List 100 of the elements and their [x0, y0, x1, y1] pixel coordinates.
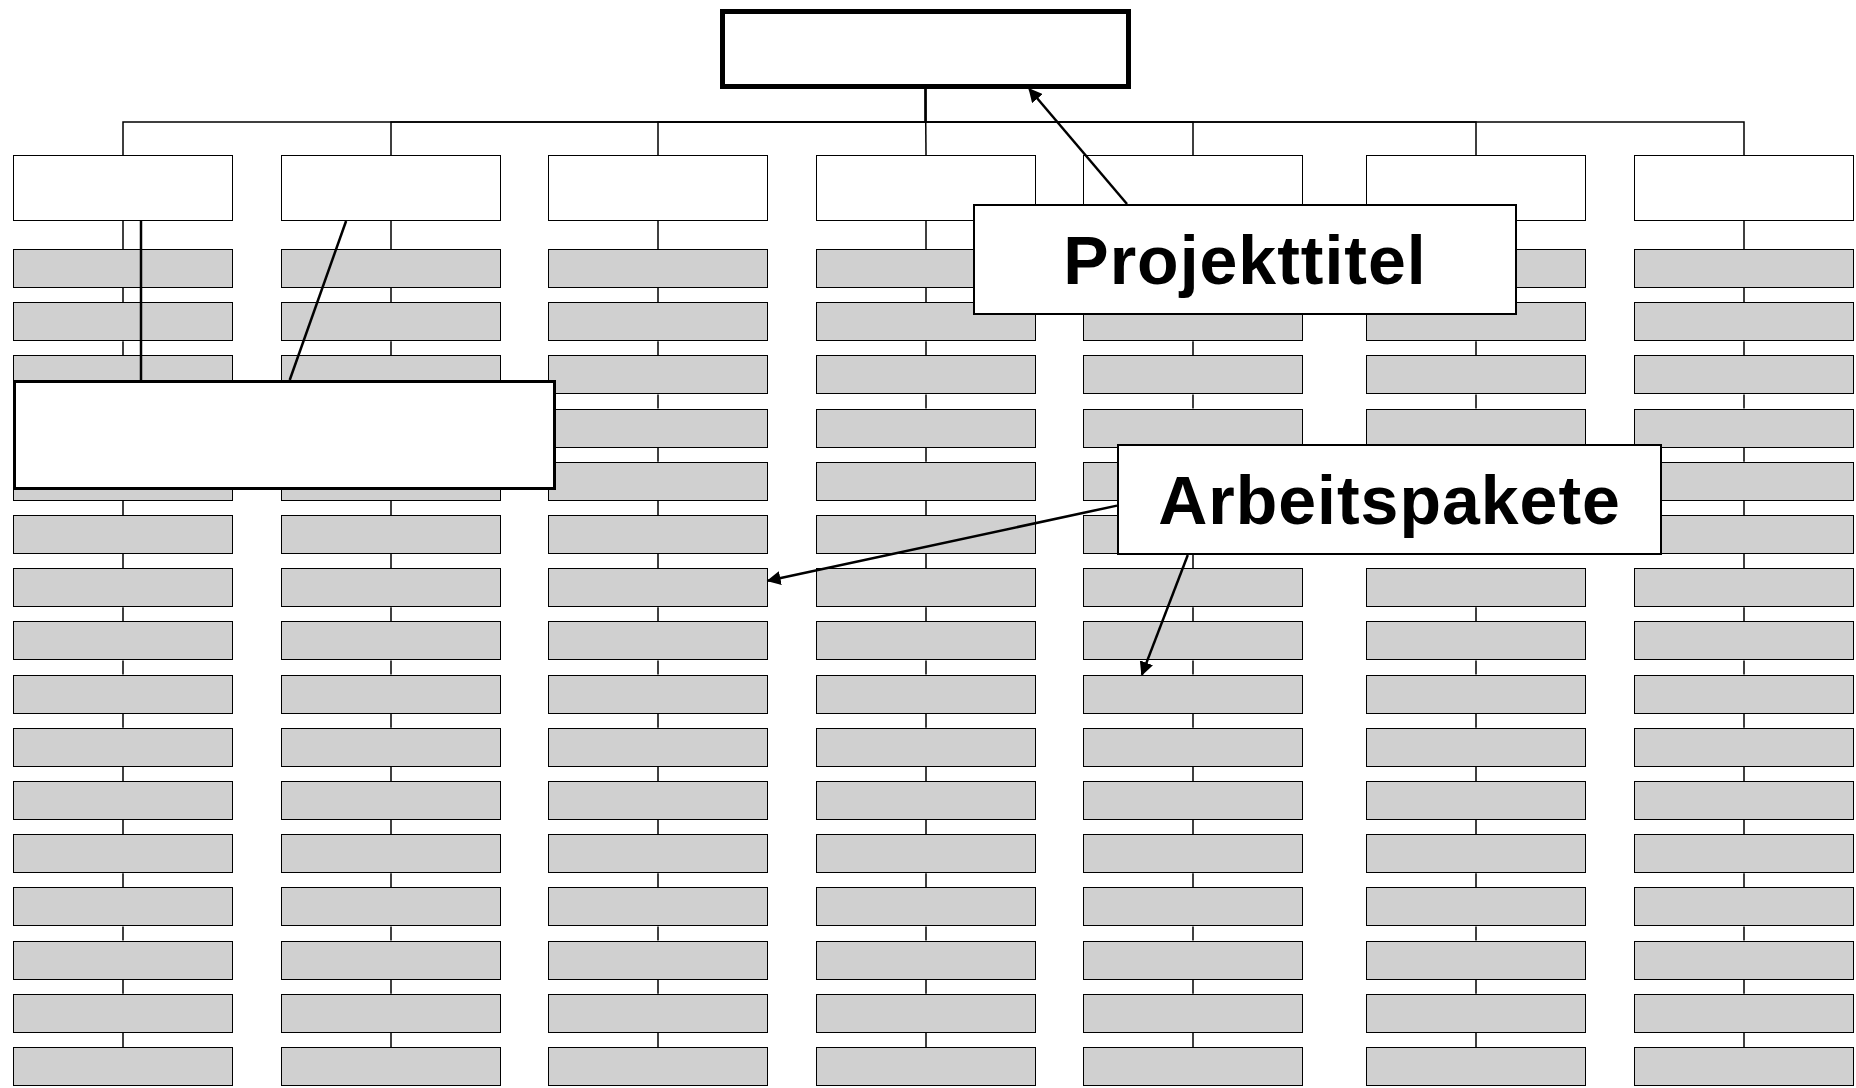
connector-line: [390, 606, 392, 623]
connector-line: [1743, 220, 1745, 250]
connector-line: [1475, 978, 1477, 995]
connector-line: [925, 393, 927, 410]
connector-line: [657, 500, 659, 516]
connector-line: [1192, 925, 1194, 942]
connector-line: [1743, 712, 1745, 729]
work-package-box: [816, 1047, 1036, 1086]
connector-line: [1475, 659, 1477, 676]
phase-box: [1634, 155, 1854, 221]
connector-line: [657, 446, 659, 463]
annotation-tooltip: Arbeitspakete: [1117, 444, 1662, 555]
work-package-box: [1366, 887, 1586, 927]
connector-line: [390, 287, 392, 303]
connector-line: [925, 500, 927, 516]
connector-line: [1475, 606, 1477, 623]
connector-line: [925, 659, 927, 676]
connector-line: [657, 712, 659, 729]
work-package-box: [1083, 727, 1303, 767]
connector-line: [657, 659, 659, 676]
work-package-box: [816, 621, 1036, 661]
connector-line: [1192, 872, 1194, 889]
connector-line: [390, 766, 392, 782]
work-package-box: [816, 781, 1036, 820]
connector-line: [122, 712, 124, 729]
connector-line: [1475, 925, 1477, 942]
work-package-box: [281, 834, 501, 874]
connector-line: [1475, 766, 1477, 782]
connector-line: [122, 1032, 124, 1048]
connector-line: [1743, 659, 1745, 676]
connector-line: [925, 712, 927, 729]
connector-line: [1192, 659, 1194, 676]
connector-line: [1743, 925, 1745, 942]
connector-line: [122, 819, 124, 835]
work-package-box: [281, 568, 501, 608]
work-package-box: [816, 887, 1036, 927]
connector-line: [1192, 712, 1194, 729]
work-package-box: [548, 727, 768, 767]
work-package-box: [1634, 621, 1854, 661]
work-package-box: [548, 834, 768, 874]
work-package-box: [548, 568, 768, 608]
work-package-box: [816, 355, 1036, 395]
connector-line: [1743, 978, 1745, 995]
work-package-box: [13, 302, 233, 342]
work-package-box: [816, 302, 1036, 342]
connector-line: [657, 925, 659, 942]
callout-tooltip: [13, 380, 556, 490]
work-package-box: [1083, 1047, 1303, 1086]
work-package-box: [548, 302, 768, 342]
work-package-box: [816, 993, 1036, 1033]
connector-line: [1192, 766, 1194, 782]
work-package-box: [816, 674, 1036, 714]
connector-line: [657, 553, 659, 569]
connector-line: [925, 925, 927, 942]
work-package-box: [13, 568, 233, 608]
work-package-box: [1366, 674, 1586, 714]
work-package-box: [1366, 781, 1586, 820]
work-package-box: [1366, 355, 1586, 395]
connector-line: [122, 659, 124, 676]
work-package-box: [281, 727, 501, 767]
work-package-box: [1366, 568, 1586, 608]
work-package-box: [816, 727, 1036, 767]
connector-line: [925, 1032, 927, 1048]
connector-line: [390, 340, 392, 357]
work-package-box: [1366, 727, 1586, 767]
connector-line: [122, 872, 124, 889]
work-package-box: [548, 674, 768, 714]
connector-line: [1743, 766, 1745, 782]
work-package-box: [548, 355, 768, 395]
work-package-box: [13, 515, 233, 554]
phase-box: [548, 155, 768, 221]
work-package-box: [1083, 940, 1303, 980]
work-package-box: [548, 781, 768, 820]
work-package-box: [816, 940, 1036, 980]
work-package-box: [1083, 674, 1303, 714]
connector-line: [122, 925, 124, 942]
connector-line: [390, 659, 392, 676]
work-package-box: [548, 515, 768, 554]
connector-line: [122, 766, 124, 782]
work-package-box: [1083, 408, 1303, 448]
work-package-box: [1366, 621, 1586, 661]
work-package-box: [1083, 781, 1303, 820]
work-package-box: [548, 621, 768, 661]
work-package-box: [1366, 940, 1586, 980]
work-package-box: [281, 887, 501, 927]
connector-line: [390, 978, 392, 995]
connector-line: [122, 553, 124, 569]
work-package-box: [1083, 621, 1303, 661]
leader-arrow: [766, 504, 1118, 585]
work-package-box: [281, 302, 501, 342]
work-package-box: [281, 940, 501, 980]
work-package-box: [1634, 940, 1854, 980]
work-package-box: [1083, 834, 1303, 874]
connector-line: [925, 340, 927, 357]
connector-line: [925, 766, 927, 782]
connector-line: [925, 220, 927, 250]
connector-line: [1192, 819, 1194, 835]
connector-line: [390, 925, 392, 942]
connector-line: [1475, 819, 1477, 835]
connector-line: [1192, 606, 1194, 623]
